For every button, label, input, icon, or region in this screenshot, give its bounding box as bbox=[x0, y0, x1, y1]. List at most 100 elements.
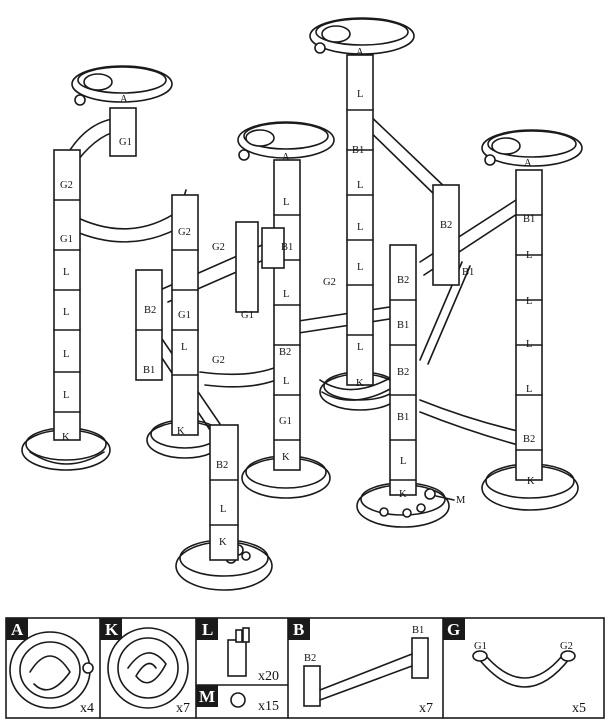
svg-text:L: L bbox=[526, 339, 532, 350]
svg-text:L: L bbox=[357, 89, 363, 100]
labels-tower-6: B2 L K bbox=[216, 460, 228, 548]
legend-part-m: M x15 bbox=[196, 685, 279, 714]
legend-m-qty: x15 bbox=[258, 699, 279, 714]
column-tower-2 bbox=[346, 54, 374, 386]
svg-text:L: L bbox=[400, 456, 406, 467]
legend-g-letter: G bbox=[447, 620, 460, 639]
legend-part-g: G G1 G2 x5 bbox=[443, 618, 586, 716]
legend-l-letter: L bbox=[202, 620, 213, 639]
legend-m-letter: M bbox=[199, 687, 215, 706]
legend-part-l: L x20 bbox=[196, 618, 279, 684]
legend-b-qty: x7 bbox=[419, 701, 433, 716]
cup-tower-1 bbox=[71, 65, 173, 106]
legend-part-k: K x7 bbox=[100, 618, 190, 716]
legend-g-left-label: G1 bbox=[474, 641, 487, 652]
labels-tower-3: A L B1 L B2 L G1 K bbox=[279, 152, 293, 463]
svg-text:K: K bbox=[177, 426, 185, 437]
svg-text:B1: B1 bbox=[352, 145, 364, 156]
svg-text:K: K bbox=[527, 476, 535, 487]
svg-text:B1: B1 bbox=[523, 214, 535, 225]
legend-b-right-label: B1 bbox=[412, 625, 424, 636]
legend-part-b: B B2 B1 x7 bbox=[288, 618, 433, 716]
legend-b-letter: B bbox=[293, 620, 304, 639]
column-b2-right bbox=[432, 184, 460, 286]
svg-text:L: L bbox=[283, 289, 289, 300]
svg-text:A: A bbox=[356, 47, 364, 58]
svg-text:B2: B2 bbox=[144, 305, 156, 316]
rail-g-tower2-base bbox=[319, 377, 393, 401]
svg-text:K: K bbox=[399, 489, 407, 500]
svg-text:L: L bbox=[283, 376, 289, 387]
svg-text:B1: B1 bbox=[143, 365, 155, 376]
parts-legend: A x4 K x7 L x20 M bbox=[5, 617, 605, 719]
column-g1-top-left bbox=[109, 107, 137, 157]
column-tower-1 bbox=[53, 149, 81, 441]
svg-text:G1: G1 bbox=[60, 234, 73, 245]
cup-tower-4 bbox=[481, 129, 583, 167]
svg-text:B2: B2 bbox=[397, 275, 409, 286]
svg-text:K: K bbox=[62, 432, 70, 443]
svg-text:L: L bbox=[526, 250, 532, 261]
svg-text:L: L bbox=[283, 197, 289, 208]
svg-text:G1: G1 bbox=[178, 310, 191, 321]
svg-text:L: L bbox=[357, 262, 363, 273]
base-tower-5 bbox=[356, 482, 450, 528]
svg-text:A: A bbox=[524, 158, 532, 169]
svg-text:L: L bbox=[63, 307, 69, 318]
svg-text:G2: G2 bbox=[323, 277, 336, 288]
svg-text:B2: B2 bbox=[440, 220, 452, 231]
svg-text:L: L bbox=[63, 349, 69, 360]
column-g-center bbox=[235, 221, 285, 313]
svg-text:G2: G2 bbox=[212, 242, 225, 253]
legend-b-left-label: B2 bbox=[304, 653, 316, 664]
svg-text:G2: G2 bbox=[60, 180, 73, 191]
legend-a-letter: A bbox=[11, 620, 24, 639]
svg-text:G2: G2 bbox=[178, 227, 191, 238]
rail-b2-tower4 bbox=[419, 399, 523, 447]
svg-text:L: L bbox=[357, 180, 363, 191]
svg-text:B2: B2 bbox=[216, 460, 228, 471]
legend-a-qty: x4 bbox=[80, 701, 94, 716]
legend-k-letter: K bbox=[105, 620, 119, 639]
labels-tower-2: A L B1 L L L L K G2 bbox=[323, 47, 364, 389]
svg-text:L: L bbox=[357, 342, 363, 353]
svg-text:L: L bbox=[63, 390, 69, 401]
svg-text:K: K bbox=[219, 537, 227, 548]
labels-tower-1: A G1 G2 G1 L L L L K bbox=[60, 94, 132, 443]
column-b2-left bbox=[135, 269, 163, 381]
svg-text:B2: B2 bbox=[279, 347, 291, 358]
legend-g-qty: x5 bbox=[572, 701, 586, 716]
svg-text:G1: G1 bbox=[279, 416, 292, 427]
legend-k-qty: x7 bbox=[176, 701, 190, 716]
column-tower-left-mid bbox=[171, 194, 199, 436]
legend-g-right-label: G2 bbox=[560, 641, 573, 652]
svg-text:B1: B1 bbox=[462, 267, 474, 278]
svg-text:B2: B2 bbox=[397, 367, 409, 378]
svg-text:G2: G2 bbox=[212, 355, 225, 366]
svg-text:L: L bbox=[181, 342, 187, 353]
column-tower-6 bbox=[209, 424, 239, 561]
legend-l-qty: x20 bbox=[258, 669, 279, 684]
base-tower-1 bbox=[21, 427, 111, 471]
assembly-drawing: A G1 G2 G1 L L L L K A L B1 L L L L K G2… bbox=[21, 17, 583, 591]
svg-text:A: A bbox=[282, 152, 290, 163]
svg-text:L: L bbox=[526, 296, 532, 307]
svg-text:M: M bbox=[456, 495, 466, 506]
cup-tower-3 bbox=[237, 121, 335, 161]
svg-text:L: L bbox=[220, 504, 226, 515]
svg-text:B1: B1 bbox=[397, 320, 409, 331]
rail-b1-tower5 bbox=[291, 305, 397, 335]
svg-text:B2: B2 bbox=[523, 434, 535, 445]
cup-tower-2 bbox=[309, 17, 415, 55]
svg-text:B1: B1 bbox=[397, 412, 409, 423]
labels-tower-5: B2 B1 B2 B1 L K M B1 B2 bbox=[397, 220, 474, 506]
column-tower-3 bbox=[273, 159, 301, 471]
svg-text:L: L bbox=[526, 384, 532, 395]
column-tower-5 bbox=[389, 244, 417, 496]
svg-text:G1: G1 bbox=[241, 310, 254, 321]
svg-text:B1: B1 bbox=[281, 242, 293, 253]
legend-part-a: A x4 bbox=[6, 618, 94, 716]
svg-text:L: L bbox=[63, 267, 69, 278]
column-tower-4 bbox=[515, 169, 543, 481]
